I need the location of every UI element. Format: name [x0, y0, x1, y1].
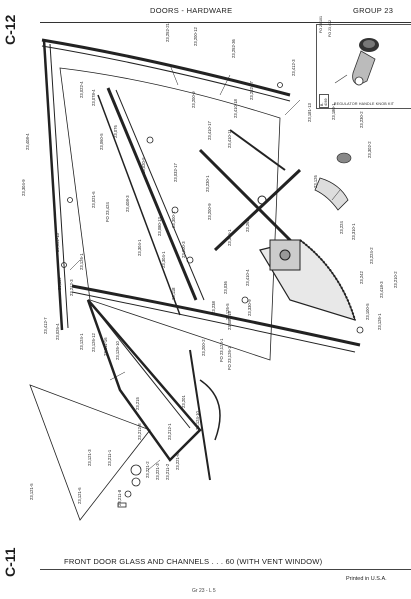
part-callout: 23,242 [359, 271, 364, 284]
part-callout: 23,224 [339, 221, 344, 234]
part-callout: 23,221-6 [175, 453, 180, 470]
part-callout: 23,100-5 [365, 303, 370, 320]
part-callout: 23,410-11 [227, 129, 232, 148]
part-callout: 23,121-3 [87, 449, 92, 466]
part-callout: 23,022-4 [79, 81, 84, 98]
part-callout: 23,410-17 [207, 121, 212, 140]
part-callout: 23,036 [223, 281, 228, 294]
page-header-title: DOORS - HARDWARE [150, 6, 233, 15]
part-callout: 23,230-2 [359, 111, 364, 128]
part-callout: 23,121-6 [77, 487, 82, 504]
part-callout: 23,410-4 [245, 269, 250, 286]
part-callout: 23,330-9 [247, 299, 252, 316]
part-callout: 23,124-1 [79, 333, 84, 350]
part-callout: 23,078-4 [91, 89, 96, 106]
part-callout: 23,215 [135, 397, 140, 410]
part-callout: 23,200-9 [191, 91, 196, 108]
part-callout: 23,212-8 [137, 423, 142, 440]
part-callout: 23,200-12 [193, 27, 198, 46]
part-callout: 23,310-1 [351, 223, 356, 240]
part-callout: 23,300-1 [171, 211, 176, 228]
part-callout: 23,212-1 [167, 423, 172, 440]
part-callout: 23,252-21 [165, 23, 170, 42]
page-header-group: GROUP 23 [353, 6, 394, 15]
part-callout: 23,262 [245, 219, 250, 232]
part-callout: 23,201 [181, 395, 186, 408]
part-callout: 23,126-1 [79, 253, 84, 270]
figure-caption: FRONT DOOR GLASS AND CHANNELS . . . 60 (… [64, 557, 323, 566]
part-callout: 23,020-5 [141, 157, 146, 174]
part-callout: 23,126-12 [91, 333, 96, 352]
part-callout: 23,211-2 [165, 463, 170, 480]
part-callout: 23,418-3 [379, 281, 384, 298]
part-callout: 23,126-1 [377, 313, 382, 330]
part-callout: 23,126-10 [115, 341, 120, 360]
part-callout: 23,118 [171, 287, 176, 301]
part-callout: 23,116 [57, 277, 62, 291]
footer-rule [40, 569, 411, 570]
part-callout: 23,230-1 [205, 175, 210, 192]
part-callout: FO 23,424 [105, 202, 110, 222]
part-callout: 23,408-3 [125, 195, 130, 212]
part-callout: 23,211-8 [117, 489, 122, 506]
part-callout: 23,200-9 [207, 203, 212, 220]
part-callout: 23,304-1 [227, 229, 232, 246]
part-callout: 23,126 [313, 175, 318, 188]
part-callout: 23,060-5 [99, 133, 104, 150]
part-callout: 23,238 [211, 301, 216, 314]
part-callout: 23,210-2 [393, 271, 398, 288]
part-callout: 23,200-2 [201, 339, 206, 356]
part-callout: 23,211-1 [107, 449, 112, 466]
part-callout: 23,212-3 [69, 279, 74, 296]
part-callout: 23,076 [113, 125, 118, 138]
part-callout: 23,211-16 [103, 337, 108, 356]
page-number: Gr 23 - L 5 [192, 588, 216, 594]
part-callout: 23,080-13 [157, 217, 162, 236]
part-callout: 23,304-1 [137, 239, 142, 256]
part-callout: 23,121-5 [29, 483, 34, 500]
inset-caption: REGULATOR HANDLE KNOB KIT [333, 102, 395, 106]
printed-note: Printed in U.S.A. [346, 576, 387, 582]
part-callout: 23,032-17 [173, 163, 178, 182]
part-callout: 23,221-2 [145, 461, 150, 478]
part-callout: 23,026-4 [55, 323, 60, 340]
part-callout: 23,221-3 [155, 463, 160, 480]
part-callout: 23,080-19 [227, 311, 232, 330]
part-callout: 23,304-1 [161, 251, 166, 268]
part-callout: 23,408-4 [25, 133, 30, 150]
knob-kit-illustration [334, 38, 379, 86]
regulator-knob-inset: FO 23,101 FO 23,412 B-4069 REGULATOR HAN… [316, 16, 411, 109]
part-callout: 23,412-3 [291, 59, 296, 76]
part-callout: 23,252-36 [231, 39, 236, 58]
part-callout: FO 23,126-1 [227, 346, 232, 370]
part-callout: 23,200-3 [181, 241, 186, 258]
part-callout: 23,252-37 [249, 81, 254, 100]
part-callout: 23,181-13 [307, 103, 312, 122]
part-callout: 23,180-1 [331, 103, 336, 120]
part-callout: 23,302-2 [367, 141, 372, 158]
part-callout: FO 23,124-1 [219, 338, 224, 362]
part-callout: 23,304-9 [21, 179, 26, 196]
part-callout: 23,124-10 [195, 411, 200, 430]
part-callout: 23,410-18 [233, 99, 238, 118]
part-callout: 23,021-6 [91, 191, 96, 208]
part-callout: 23,032-13 [55, 233, 60, 252]
header-rule [40, 22, 411, 23]
part-callout: 23,412-7 [43, 317, 48, 334]
part-callout: 23,224-2 [369, 247, 374, 264]
